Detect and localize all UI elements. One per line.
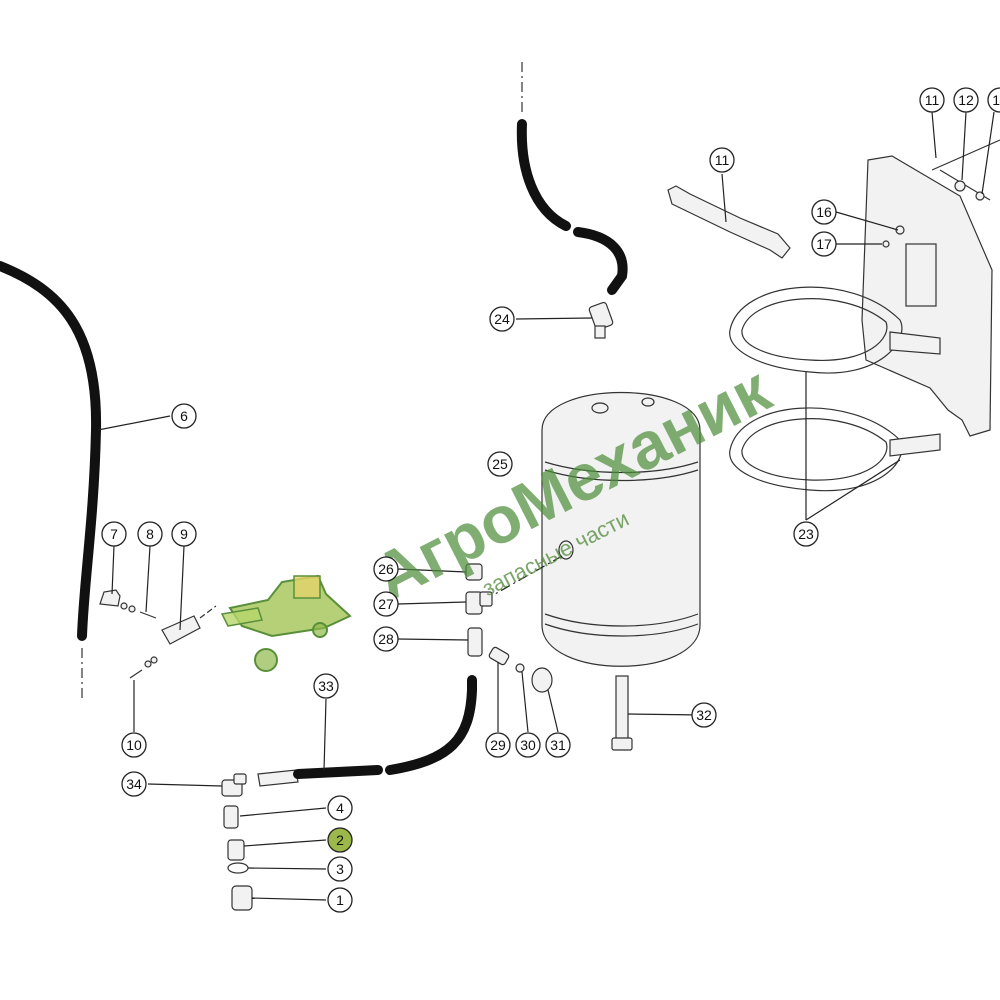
svg-text:3: 3 — [336, 861, 344, 877]
tank-bracket-assembly — [667, 139, 1000, 492]
callout-31[interactable]: 31 — [545, 732, 571, 758]
callout-24[interactable]: 24 — [489, 306, 515, 332]
callout-25[interactable]: 25 — [487, 451, 513, 477]
svg-text:29: 29 — [490, 737, 506, 753]
svg-text:31: 31 — [550, 737, 566, 753]
callout-2-highlighted[interactable]: 2 — [327, 827, 353, 853]
svg-text:11: 11 — [925, 92, 940, 108]
callout-13[interactable]: 13 — [987, 87, 1000, 113]
hose-part-6 — [0, 261, 102, 700]
callout-30[interactable]: 30 — [515, 732, 541, 758]
svg-text:7: 7 — [110, 526, 118, 542]
svg-text:26: 26 — [378, 561, 394, 577]
fittings-26-31 — [465, 563, 553, 693]
combine-harvester-logo — [220, 574, 352, 672]
watermark: АгроМеханик запасные части — [220, 351, 782, 672]
svg-text:23: 23 — [798, 526, 814, 542]
hose-part-33 — [257, 675, 477, 787]
svg-text:34: 34 — [126, 776, 142, 792]
callout-8[interactable]: 8 — [137, 521, 163, 547]
drain-part-32 — [611, 675, 633, 751]
hose-top — [516, 62, 628, 295]
callout-26[interactable]: 26 — [373, 556, 399, 582]
svg-text:2: 2 — [336, 832, 344, 848]
svg-text:28: 28 — [378, 631, 394, 647]
svg-text:10: 10 — [126, 737, 142, 753]
callout-9[interactable]: 9 — [171, 521, 197, 547]
callout-6[interactable]: 6 — [171, 403, 197, 429]
svg-text:25: 25 — [492, 456, 508, 472]
svg-text:4: 4 — [336, 800, 344, 816]
fitting-part-24 — [588, 301, 614, 339]
callout-16[interactable]: 16 — [811, 199, 837, 225]
callout-27[interactable]: 27 — [373, 591, 399, 617]
callout-11-top[interactable]: 11 — [919, 87, 945, 113]
svg-text:17: 17 — [816, 236, 832, 252]
callout-7[interactable]: 7 — [101, 521, 127, 547]
svg-text:11: 11 — [715, 152, 730, 168]
svg-text:13: 13 — [992, 92, 1000, 108]
svg-text:9: 9 — [180, 526, 188, 542]
svg-text:33: 33 — [318, 678, 334, 694]
svg-text:27: 27 — [378, 596, 394, 612]
callout-29[interactable]: 29 — [485, 732, 511, 758]
callout-10[interactable]: 10 — [121, 732, 147, 758]
callout-34[interactable]: 34 — [121, 771, 147, 797]
leader-lines — [97, 111, 995, 901]
svg-text:24: 24 — [494, 311, 510, 327]
callout-17[interactable]: 17 — [811, 231, 837, 257]
svg-text:8: 8 — [146, 526, 154, 542]
svg-text:30: 30 — [520, 737, 536, 753]
svg-text:1: 1 — [336, 892, 344, 908]
air-tank-part-25 — [487, 392, 701, 667]
callout-28[interactable]: 28 — [373, 626, 399, 652]
callout-33[interactable]: 33 — [313, 673, 339, 699]
callout-3[interactable]: 3 — [327, 856, 353, 882]
callout-32[interactable]: 32 — [691, 702, 717, 728]
callout-4[interactable]: 4 — [327, 795, 353, 821]
callout-23[interactable]: 23 — [793, 521, 819, 547]
svg-text:12: 12 — [958, 92, 974, 108]
callout-1[interactable]: 1 — [327, 887, 353, 913]
callout-11[interactable]: 11 — [709, 147, 735, 173]
small-parts-7-10 — [99, 589, 217, 679]
fittings-1-4-34 — [221, 773, 253, 911]
svg-text:32: 32 — [696, 707, 712, 723]
callout-12[interactable]: 12 — [953, 87, 979, 113]
svg-text:16: 16 — [816, 204, 832, 220]
svg-text:6: 6 — [180, 408, 188, 424]
